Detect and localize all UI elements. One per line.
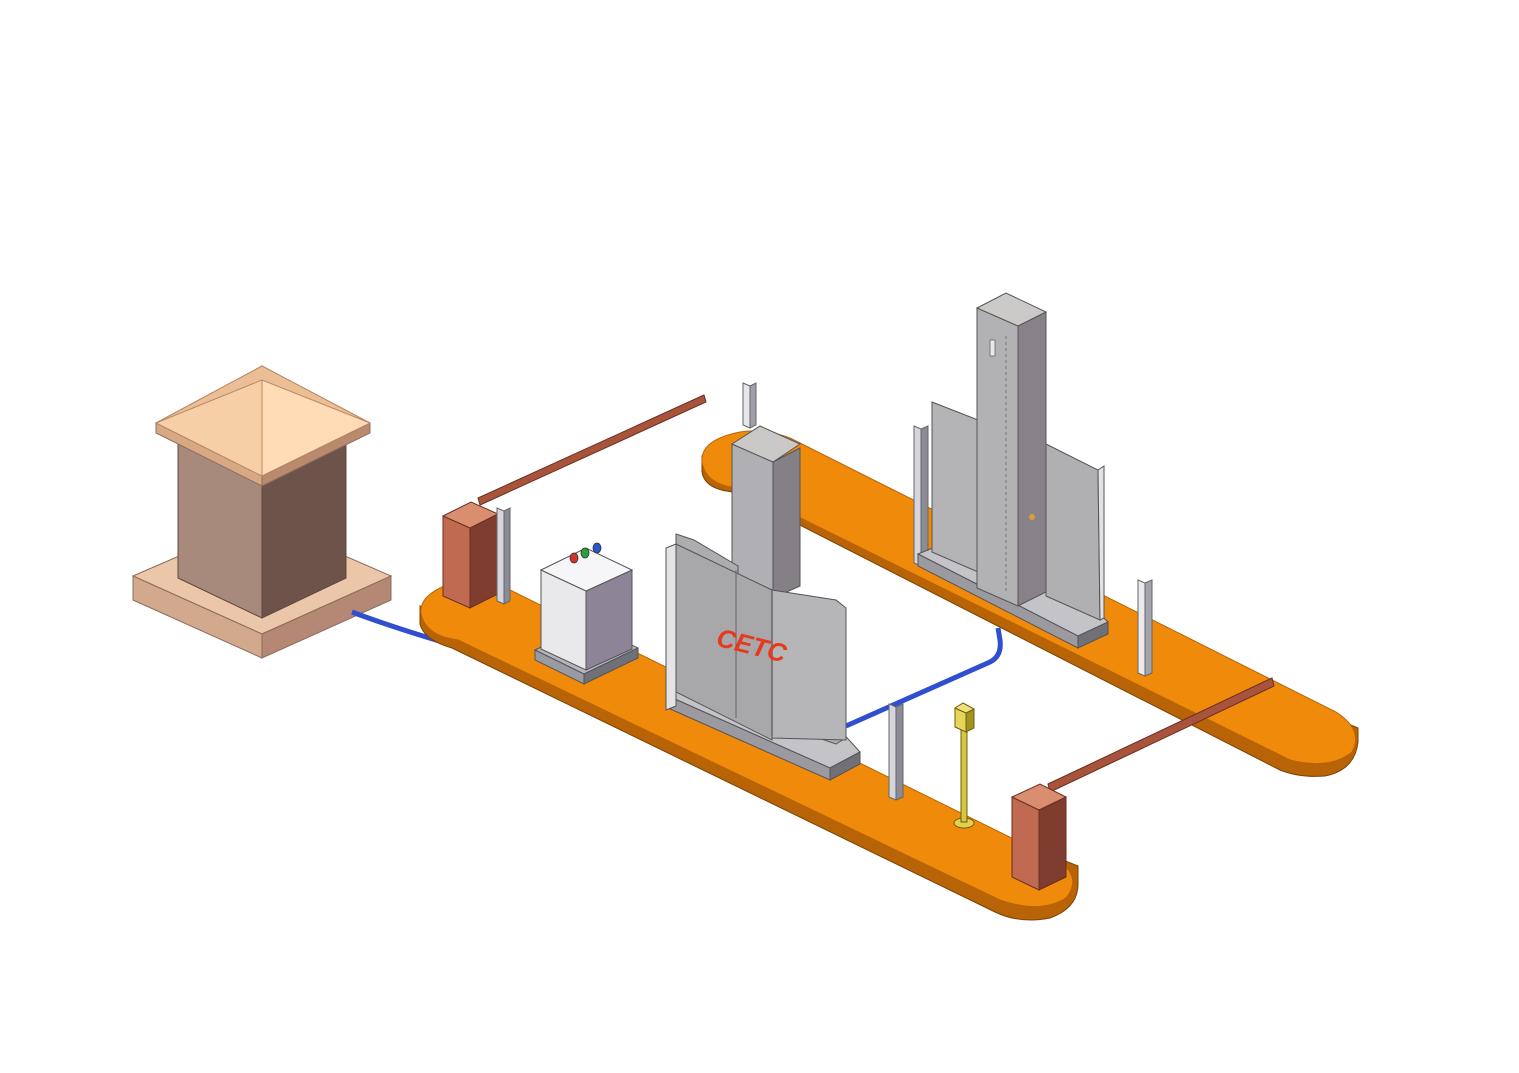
barrier-arm-front [477, 394, 707, 506]
cabinet-base-right [583, 647, 639, 685]
barrier-post-front-face [442, 515, 471, 609]
scanner-front-tower-top [730, 425, 802, 463]
sensor-pole-2 [742, 382, 757, 429]
scanner-back-wall-right-edge [1097, 465, 1105, 621]
sensor-pole-5 [888, 703, 904, 801]
kiosk-roof-back [155, 365, 371, 424]
sensor-pole-3 [913, 425, 929, 567]
barrier-post-back-side [1038, 796, 1067, 891]
scanner-back-wall-right [1045, 443, 1101, 621]
scanner-front-tower-side [772, 447, 801, 599]
indicator-light-green [580, 547, 590, 559]
scanner-front-panel-left-edge [665, 543, 677, 711]
barrier-post-back-face [1011, 796, 1040, 891]
cable-lane-to-lane [844, 627, 1003, 729]
scanner-back-wall-left [931, 401, 979, 573]
traffic-signal-pole [953, 702, 976, 829]
sensor-pole-4 [1137, 579, 1153, 677]
indicator-light-blue [592, 542, 602, 554]
barrier-post-front-side [469, 513, 499, 609]
scanner-front-panel-lower [675, 543, 773, 741]
barrier-gate-front [441, 394, 707, 609]
barrier-gate-back [1010, 677, 1275, 891]
scanner-back-base-end [1077, 621, 1109, 649]
kiosk-base-right [261, 575, 392, 659]
scanner-unit-front: CETC [665, 425, 861, 781]
control-cabinet [533, 542, 640, 685]
scanner-front-base-end [829, 751, 861, 781]
scanner-back-tower-side [1017, 311, 1047, 607]
indicator-light-red [569, 552, 579, 564]
scanner-unit-back [916, 292, 1109, 649]
signal-pole-head-top [953, 702, 976, 714]
guard-kiosk [131, 365, 393, 659]
scanner-back-tower-top [975, 292, 1048, 327]
scanner-back-tower-face [976, 307, 1019, 607]
barrier-post-back-top [1010, 783, 1068, 811]
signal-pole-shaft [960, 721, 968, 823]
sensor-pole-1 [496, 507, 511, 605]
